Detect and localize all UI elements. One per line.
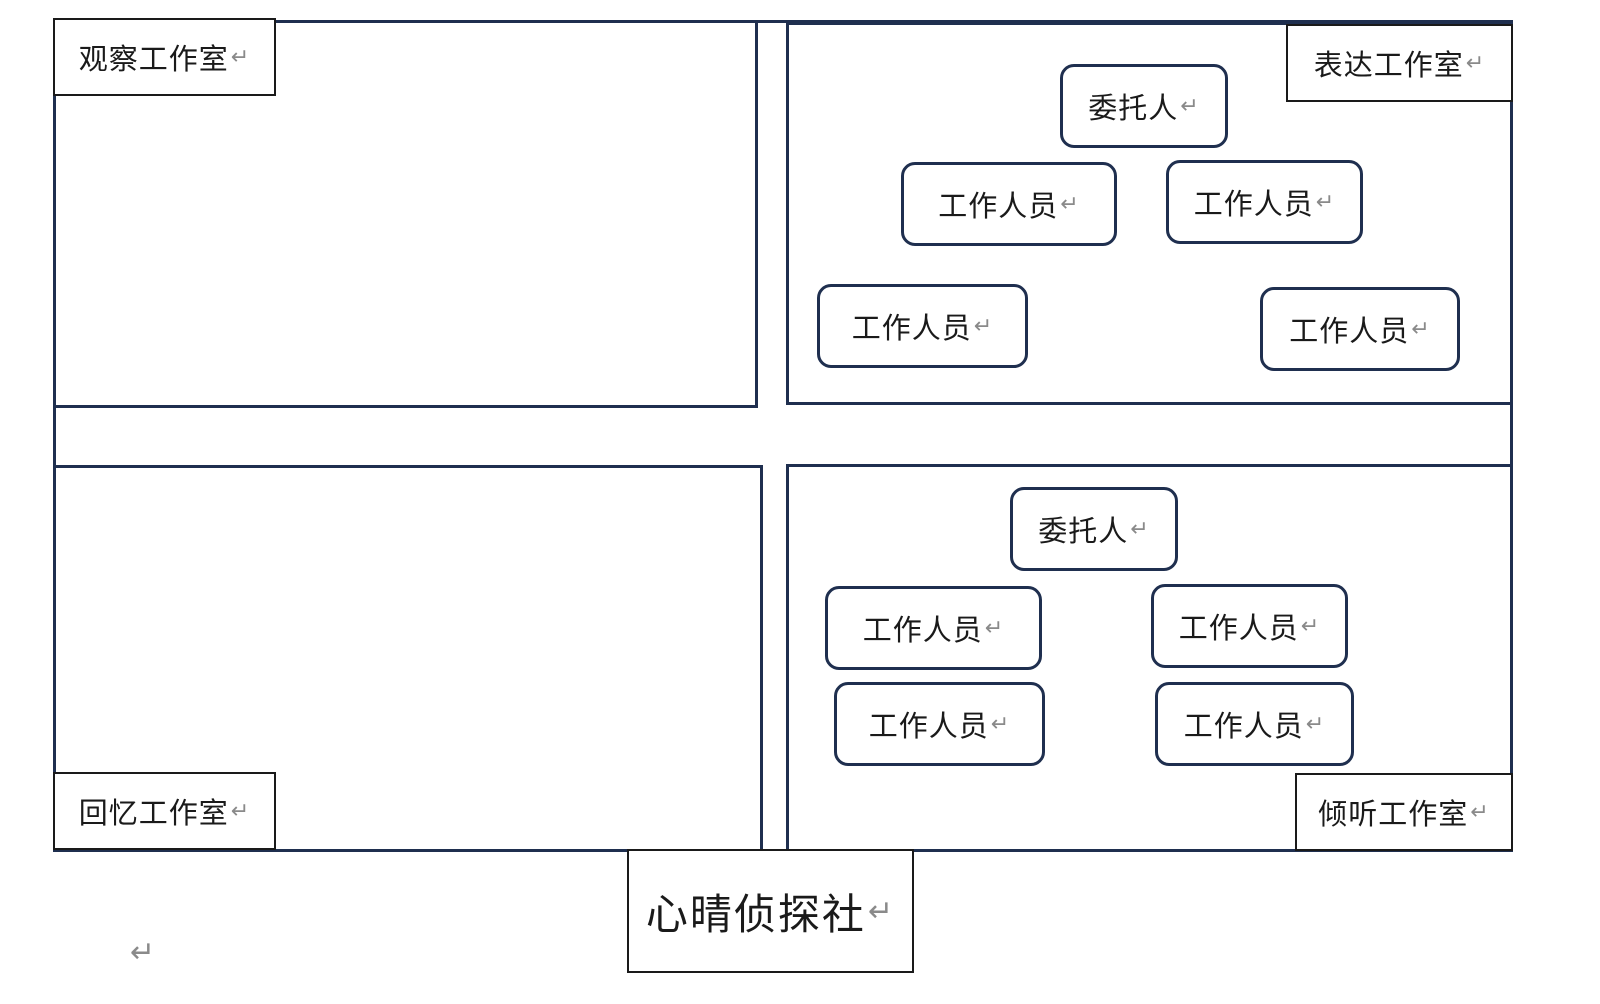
express-staff-text: 工作人员 — [851, 311, 972, 345]
listen-client-node: 委托人↵ — [1010, 487, 1178, 571]
listen-room-label-text: 倾听工作室 — [1318, 797, 1469, 831]
return-mark-icon: ↵ — [1305, 711, 1326, 737]
return-mark-icon: ↵ — [1465, 50, 1486, 76]
listen-staff-node: 工作人员↵ — [1151, 584, 1348, 668]
listen-staff-node: 工作人员↵ — [1155, 682, 1354, 766]
express-room-label: 表达工作室↵ — [1286, 24, 1513, 102]
observe-room-label: 观察工作室↵ — [53, 18, 276, 96]
listen-staff-text: 工作人员 — [1178, 611, 1299, 645]
listen-room-label: 倾听工作室↵ — [1295, 773, 1513, 851]
return-mark-icon: ↵ — [1300, 613, 1321, 639]
express-staff-node: 工作人员↵ — [817, 284, 1028, 368]
return-mark-icon: ↵ — [130, 935, 156, 970]
recall-room-label: 回忆工作室↵ — [53, 772, 276, 850]
return-mark-icon: ↵ — [867, 893, 896, 929]
return-mark-icon: ↵ — [1470, 799, 1490, 825]
return-mark-icon: ↵ — [230, 44, 251, 70]
return-mark-icon: ↵ — [230, 798, 251, 824]
return-mark-icon: ↵ — [973, 313, 994, 339]
agency-title: 心晴侦探社 — [645, 889, 866, 939]
observe-room-label-text: 观察工作室 — [78, 42, 229, 76]
recall-room-label-text: 回忆工作室 — [78, 796, 229, 830]
listen-staff-node: 工作人员↵ — [825, 586, 1042, 670]
listen-staff-text: 工作人员 — [862, 613, 983, 647]
listen-staff-text: 工作人员 — [868, 709, 989, 743]
listen-client-text: 委托人 — [1038, 514, 1129, 548]
express-staff-node: 工作人员↵ — [1260, 287, 1460, 371]
return-mark-icon: ↵ — [1060, 191, 1080, 217]
express-room-label-text: 表达工作室 — [1313, 48, 1464, 82]
express-staff-text: 工作人员 — [938, 189, 1059, 223]
return-mark-icon: ↵ — [1180, 93, 1200, 119]
express-staff-text: 工作人员 — [1193, 187, 1314, 221]
return-mark-icon: ↵ — [1315, 189, 1336, 215]
return-mark-icon: ↵ — [984, 615, 1005, 641]
listen-staff-node: 工作人员↵ — [834, 682, 1045, 766]
agency-title-box: 心晴侦探社↵ — [627, 849, 914, 973]
return-mark-icon: ↵ — [990, 711, 1011, 737]
express-staff-node: 工作人员↵ — [1166, 160, 1363, 244]
express-client-text: 委托人 — [1088, 91, 1179, 125]
express-client-node: 委托人↵ — [1060, 64, 1228, 148]
express-staff-node: 工作人员↵ — [901, 162, 1117, 246]
listen-staff-text: 工作人员 — [1183, 709, 1304, 743]
return-mark-icon: ↵ — [1130, 516, 1150, 542]
express-staff-text: 工作人员 — [1289, 314, 1410, 348]
return-mark-icon: ↵ — [1411, 316, 1431, 342]
